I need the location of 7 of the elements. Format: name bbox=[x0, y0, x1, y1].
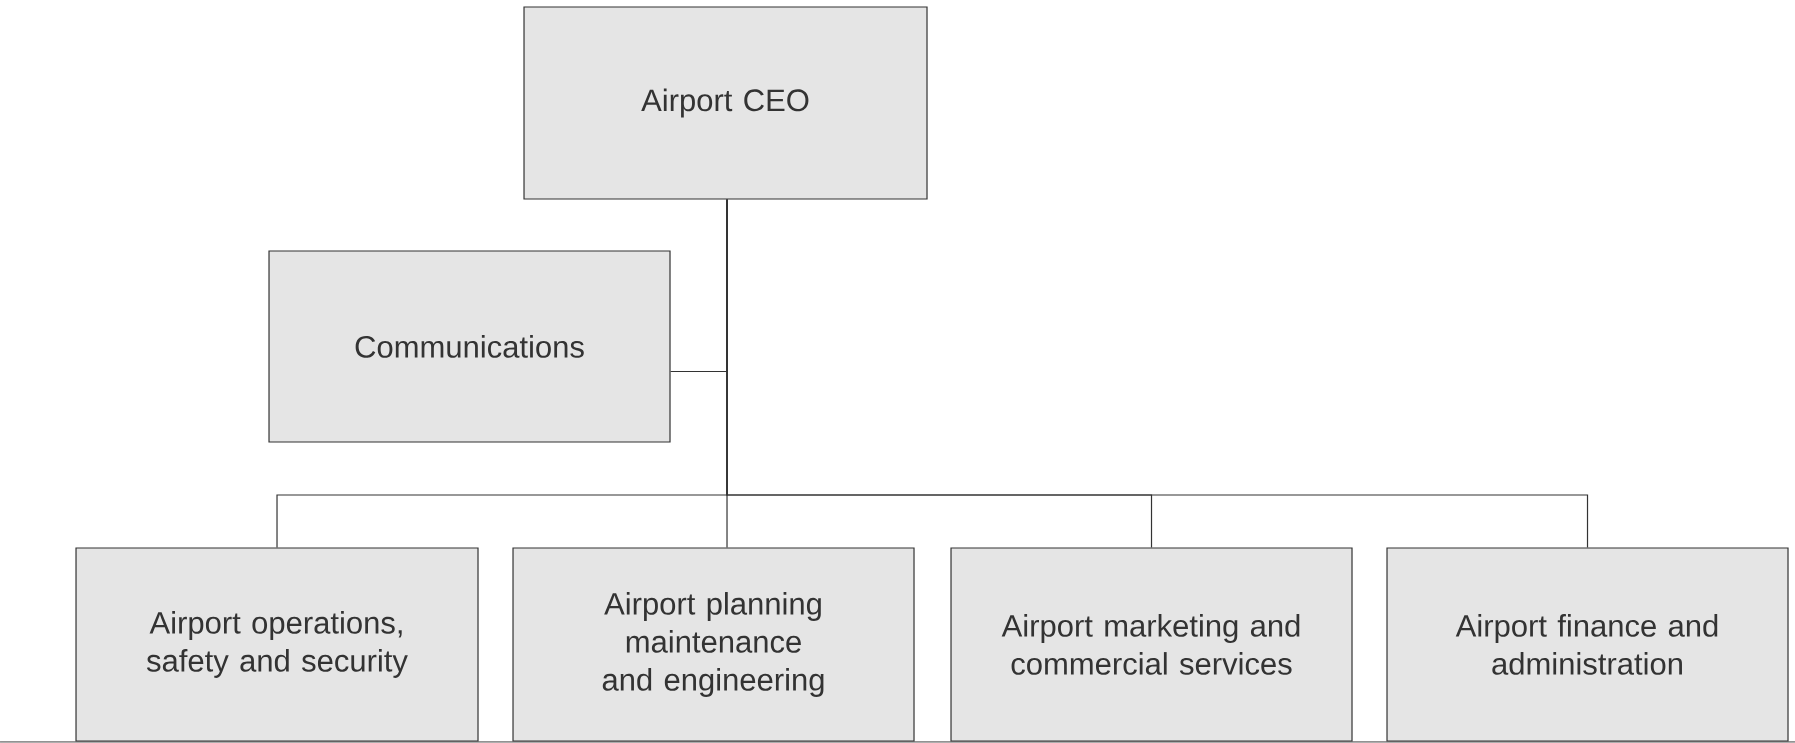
org-box: Communications bbox=[268, 250, 671, 443]
org-box: Airport finance and administration bbox=[1386, 547, 1789, 742]
org-box: Airport CEO bbox=[523, 6, 928, 200]
org-box: Airport operations, safety and security bbox=[75, 547, 479, 742]
org-box: Airport marketing and commercial services bbox=[950, 547, 1353, 742]
connector-line bbox=[726, 199, 1589, 548]
org-box: Airport planning maintenance and engineering bbox=[512, 547, 915, 742]
